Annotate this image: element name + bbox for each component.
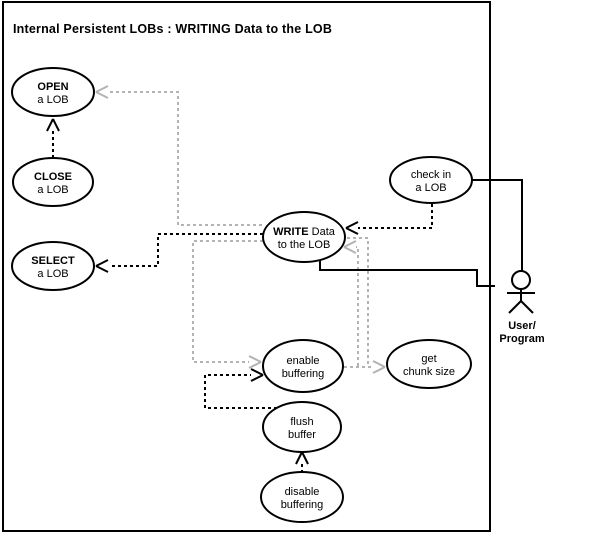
arrowhead-write-to-enable xyxy=(248,355,262,369)
usecase-disable-label-line2: buffering xyxy=(281,499,324,511)
edge-write-to-open xyxy=(108,91,262,226)
usecase-chunk-label-line2: chunk size xyxy=(403,366,455,378)
usecase-select-label-line1: SELECT xyxy=(31,255,75,267)
arrowhead-write-to-open xyxy=(95,85,109,99)
arrowhead-enable-to-chunk xyxy=(372,360,386,374)
actor-leg-left xyxy=(508,300,522,314)
usecase-close-label-line1: CLOSE xyxy=(34,171,72,183)
actor-label-line2: Program xyxy=(499,333,544,345)
usecase-flush-label-line2: buffer xyxy=(288,429,316,441)
usecase-write-label-line1: WRITE Data xyxy=(273,226,336,238)
usecase-enable-label-line2: buffering xyxy=(282,368,325,380)
usecase-checkin-label-line1: check in xyxy=(411,169,451,181)
usecase-close-label-line2: a LOB xyxy=(37,184,68,196)
usecase-open-label-line2: a LOB xyxy=(37,94,68,106)
edge-write-to-enable xyxy=(192,240,263,363)
usecase-open-label-line1: OPEN xyxy=(37,81,68,93)
edge-write-to-actor xyxy=(319,260,495,287)
actor-user-program xyxy=(507,270,535,314)
edge-checkin-to-write xyxy=(358,204,433,229)
usecase-chunk-label-line1: get xyxy=(421,353,436,365)
actor-label-line1: User/ xyxy=(508,320,536,332)
usecase-enable-label-line1: enable xyxy=(286,355,319,367)
usecase-checkin-label-line2: a LOB xyxy=(415,182,446,194)
usecase-flush-label-line1: flush xyxy=(290,416,313,428)
arrowhead-checkin-to-write xyxy=(345,221,359,235)
usecase-chunk-ellipse xyxy=(386,339,472,389)
actor-head xyxy=(511,270,531,290)
arrowhead-write-to-select xyxy=(95,259,109,273)
usecase-disable-ellipse xyxy=(260,471,344,523)
usecase-checkin-ellipse xyxy=(389,156,473,204)
arrowhead-disable-to-flush xyxy=(295,451,309,465)
diagram-frame xyxy=(2,1,491,532)
actor-leg-right xyxy=(520,300,534,314)
usecase-enable-ellipse xyxy=(262,339,344,393)
arrowhead-chunk-to-write xyxy=(343,240,357,254)
usecase-close-ellipse xyxy=(12,157,94,207)
edge-write-to-select xyxy=(109,233,263,267)
usecase-open-ellipse xyxy=(11,67,95,117)
edge-chunk-to-write xyxy=(356,246,359,366)
arrowheads-layer xyxy=(46,85,386,465)
usecase-checkin: check ina LOB xyxy=(389,156,473,204)
diagram-title: Internal Persistent LOBs : WRITING Data … xyxy=(13,22,333,36)
arrowhead-close-to-open xyxy=(46,118,60,132)
arrowhead-flush-to-enable xyxy=(250,368,264,382)
edge-flush-to-enable xyxy=(204,374,277,409)
usecase-select-label-line2: a LOB xyxy=(37,268,68,280)
usecase-write-label-line2: to the LOB xyxy=(278,239,331,251)
usecase-write-ellipse xyxy=(262,211,346,263)
edge-checkin-to-actor xyxy=(472,179,523,271)
edge-write-chunk-upper xyxy=(347,237,369,366)
usecase-disable-label-line1: disable xyxy=(285,486,320,498)
edges-layer xyxy=(52,91,523,473)
usecase-select-ellipse xyxy=(11,241,95,291)
